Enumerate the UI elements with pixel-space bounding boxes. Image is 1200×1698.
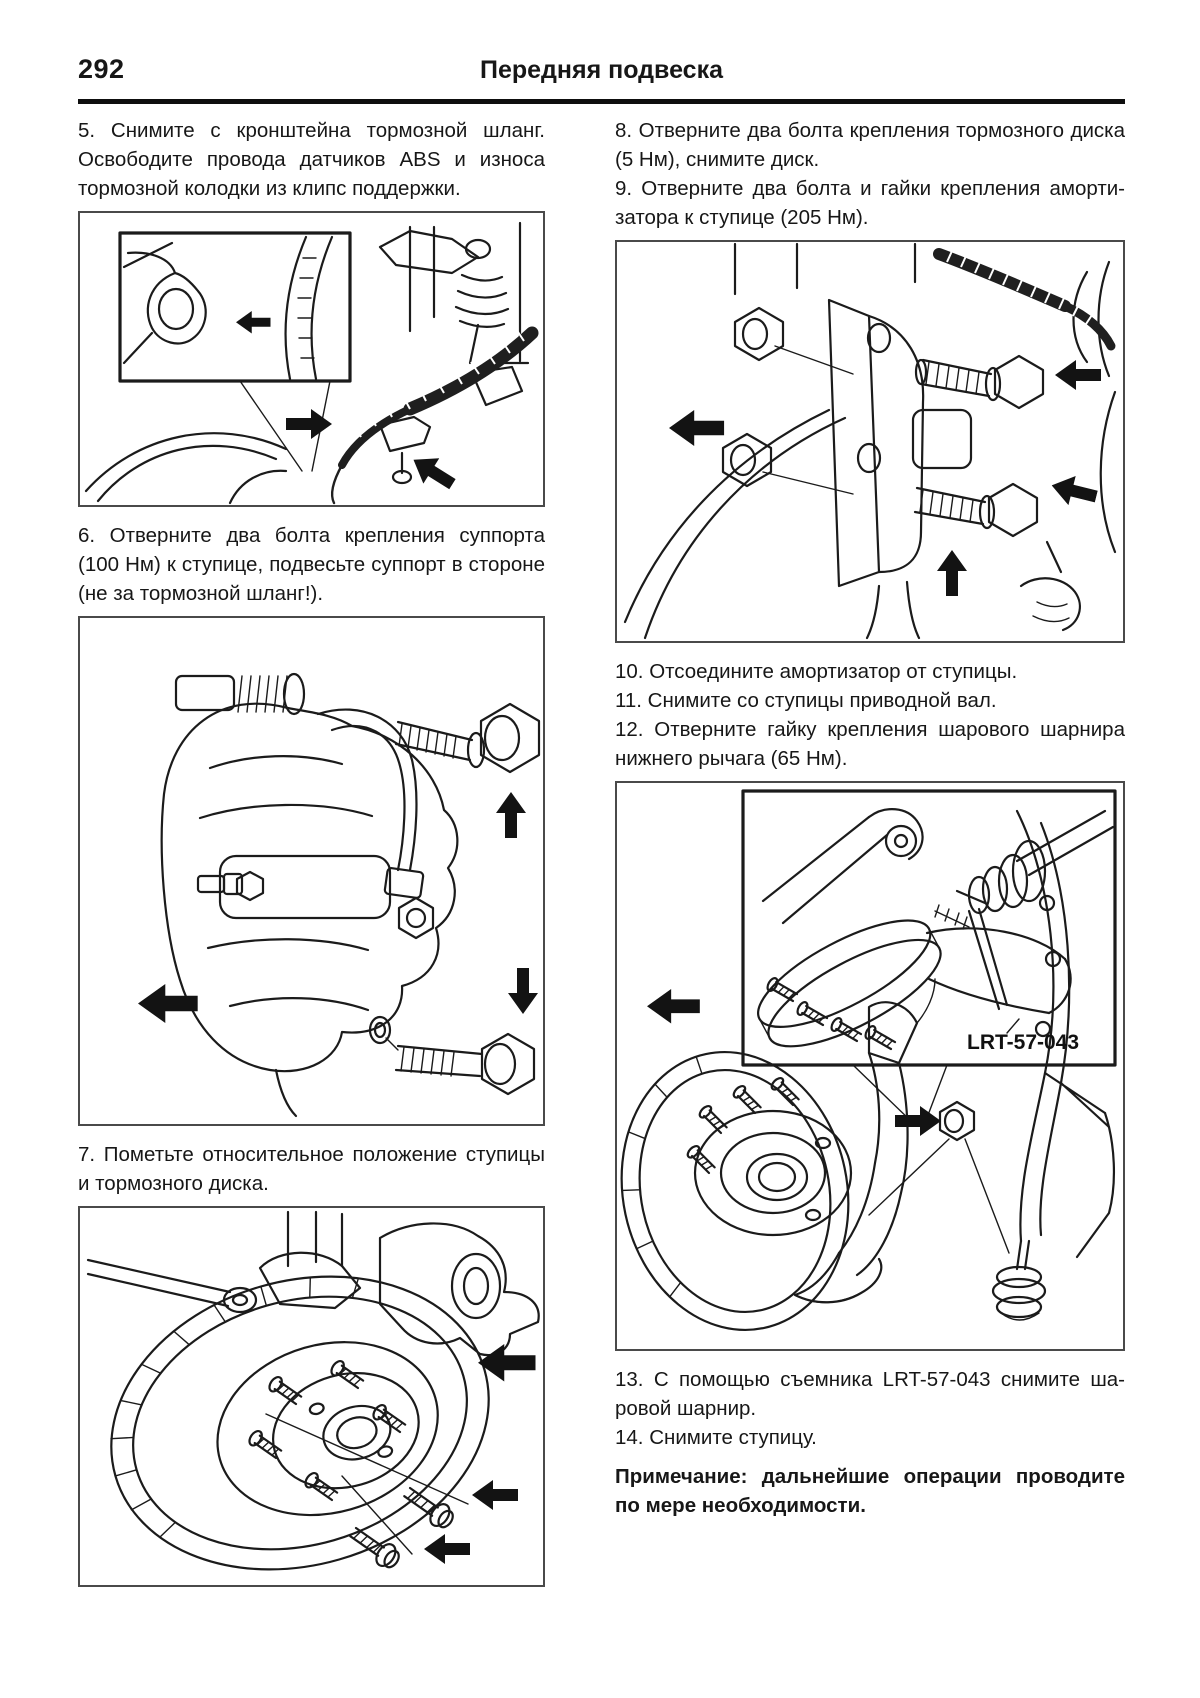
page-number: 292 [78, 54, 125, 84]
page-title: Передняя подвеска [480, 56, 723, 84]
arrow-right-icon [286, 409, 332, 439]
right-column: 8. Отверните два болта крепления тормозн… [615, 116, 1125, 1601]
arrow-up-icon [496, 792, 526, 838]
arrow-down-left-icon [405, 447, 461, 497]
corrugated-harness [933, 248, 1071, 312]
arrow-right-icon [895, 1106, 941, 1136]
figure-brake-disc-hub [78, 1206, 545, 1587]
arrow-left-icon [1055, 360, 1101, 390]
arrow-left-icon [669, 410, 725, 446]
step-5: 5. Снимите с кронштейна тормозной шланг.… [78, 119, 545, 200]
step-11: 11. Снимите со ступицы приводной вал. [615, 689, 997, 712]
left-column: 5. Снимите с кронштейна тормозной шланг.… [78, 116, 545, 1601]
tool-label: LRT-57-043 [967, 1031, 1079, 1054]
figure-strut-hub-bolts [615, 240, 1125, 643]
manual-page: 292 Передняя подвеска 5. Снимите с кронш… [78, 52, 1125, 1601]
figure-caliper-bolts [78, 616, 545, 1126]
arrow-left-icon [138, 984, 198, 1023]
step-7: 7. Пометьте относительное положение ступ… [78, 1143, 545, 1195]
step-6: 6. Отверните два болта крепления суппорт… [78, 524, 545, 605]
arrow-down-icon [508, 968, 538, 1014]
inset-box [741, 789, 1117, 1067]
step-8: 8. Отверните два болта крепления тормозн… [615, 119, 1125, 171]
header-rule [78, 99, 1125, 104]
arrow-left-icon [647, 989, 700, 1024]
arrow-left-icon [472, 1480, 518, 1510]
step-12: 12. Отверните гайку крепления шарового ш… [615, 718, 1125, 770]
figure-ball-joint-puller: LRT-57-043 [615, 781, 1125, 1351]
arrow-left-icon [236, 311, 271, 334]
step-13: 13. С помощью съемника LRT-57-043 снимит… [615, 1368, 1125, 1420]
page-header: 292 Передняя подвеска [78, 52, 1125, 92]
step-14: 14. Снимите ступицу. [615, 1426, 817, 1449]
inset-box [118, 231, 352, 383]
arrow-left-icon [1048, 470, 1100, 512]
step-9: 9. Отверните два болта и гайки крепления… [615, 177, 1125, 229]
corrugated-harness [403, 326, 539, 416]
step-10: 10. Отсоедините амортизатор от ступицы. [615, 660, 1018, 683]
arrow-up-icon [937, 550, 967, 596]
arrow-left-icon [424, 1534, 470, 1564]
note-paragraph: Примечание: дальнейшие операции проводит… [615, 1465, 1125, 1517]
figure-brake-hose-abs-sensor [78, 211, 545, 507]
